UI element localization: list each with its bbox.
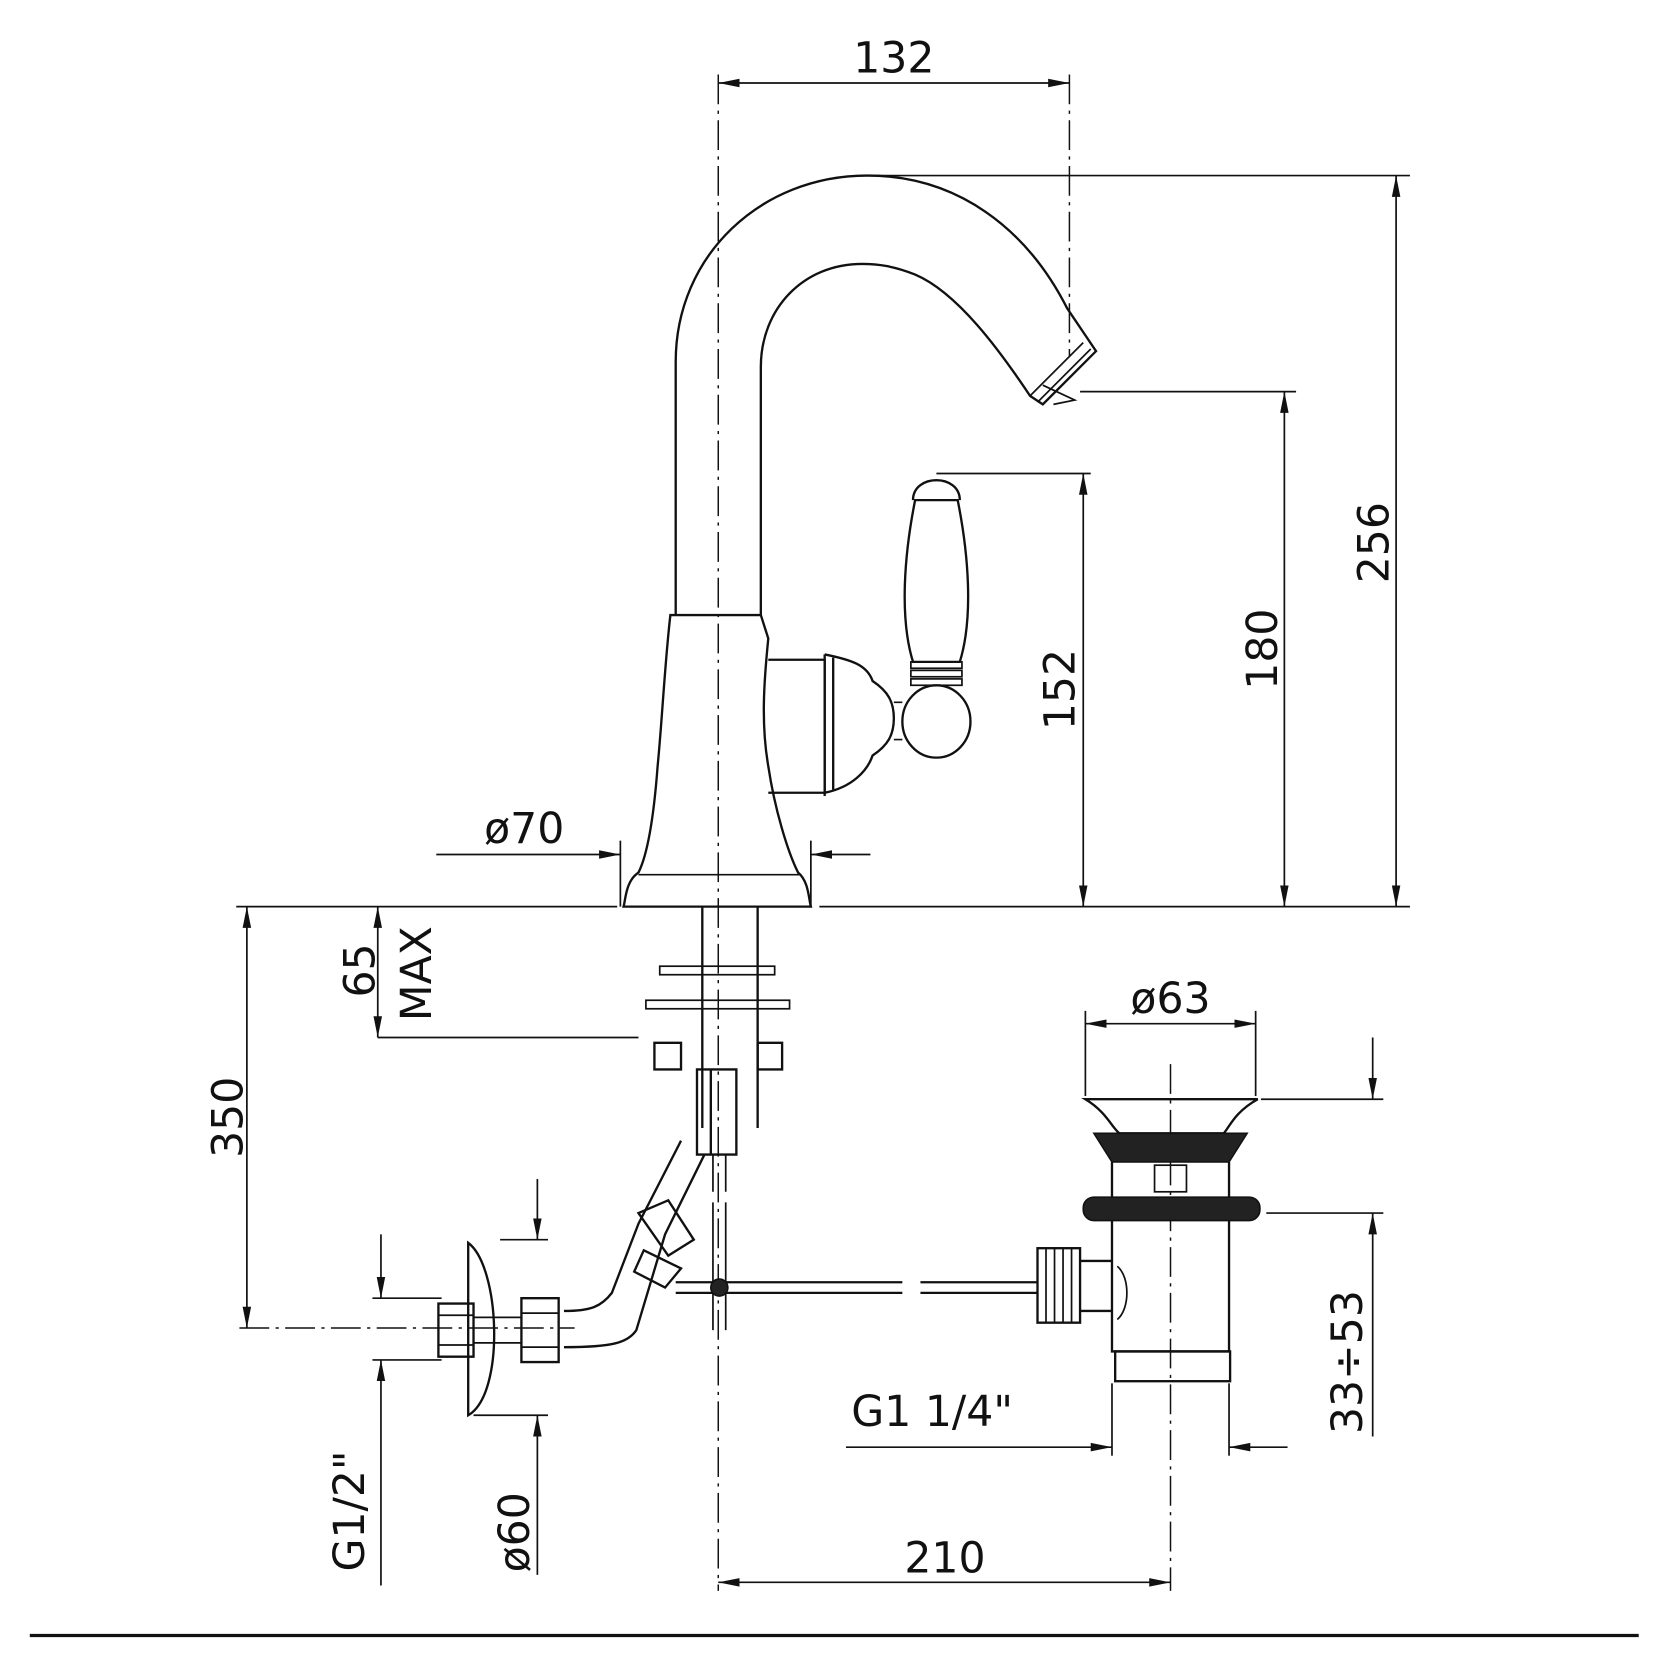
pop-up-waste <box>1036 1098 1261 1383</box>
dim-33-53: 33÷53 <box>1323 1290 1373 1434</box>
dim-210: 210 <box>904 1534 985 1584</box>
dim-g1-14: G1 1/4" <box>851 1387 1013 1437</box>
mixer-body <box>622 613 896 908</box>
flex-hose <box>437 1140 706 1418</box>
dim-o60: ø60 <box>490 1492 540 1572</box>
dim-65: 65 <box>336 943 386 997</box>
dim-256: 256 <box>1350 502 1400 583</box>
dim-o70: ø70 <box>484 804 564 854</box>
dim-max: MAX <box>392 926 442 1021</box>
lever-handle <box>893 479 972 759</box>
spout <box>674 174 1098 616</box>
dim-180: 180 <box>1238 608 1288 689</box>
fixing-assembly <box>645 906 1038 1331</box>
dim-350: 350 <box>204 1077 254 1158</box>
dim-132: 132 <box>853 33 934 83</box>
dim-g12: G1/2" <box>325 1451 375 1572</box>
dim-o63: ø63 <box>1130 974 1210 1024</box>
dim-152: 152 <box>1036 649 1086 730</box>
